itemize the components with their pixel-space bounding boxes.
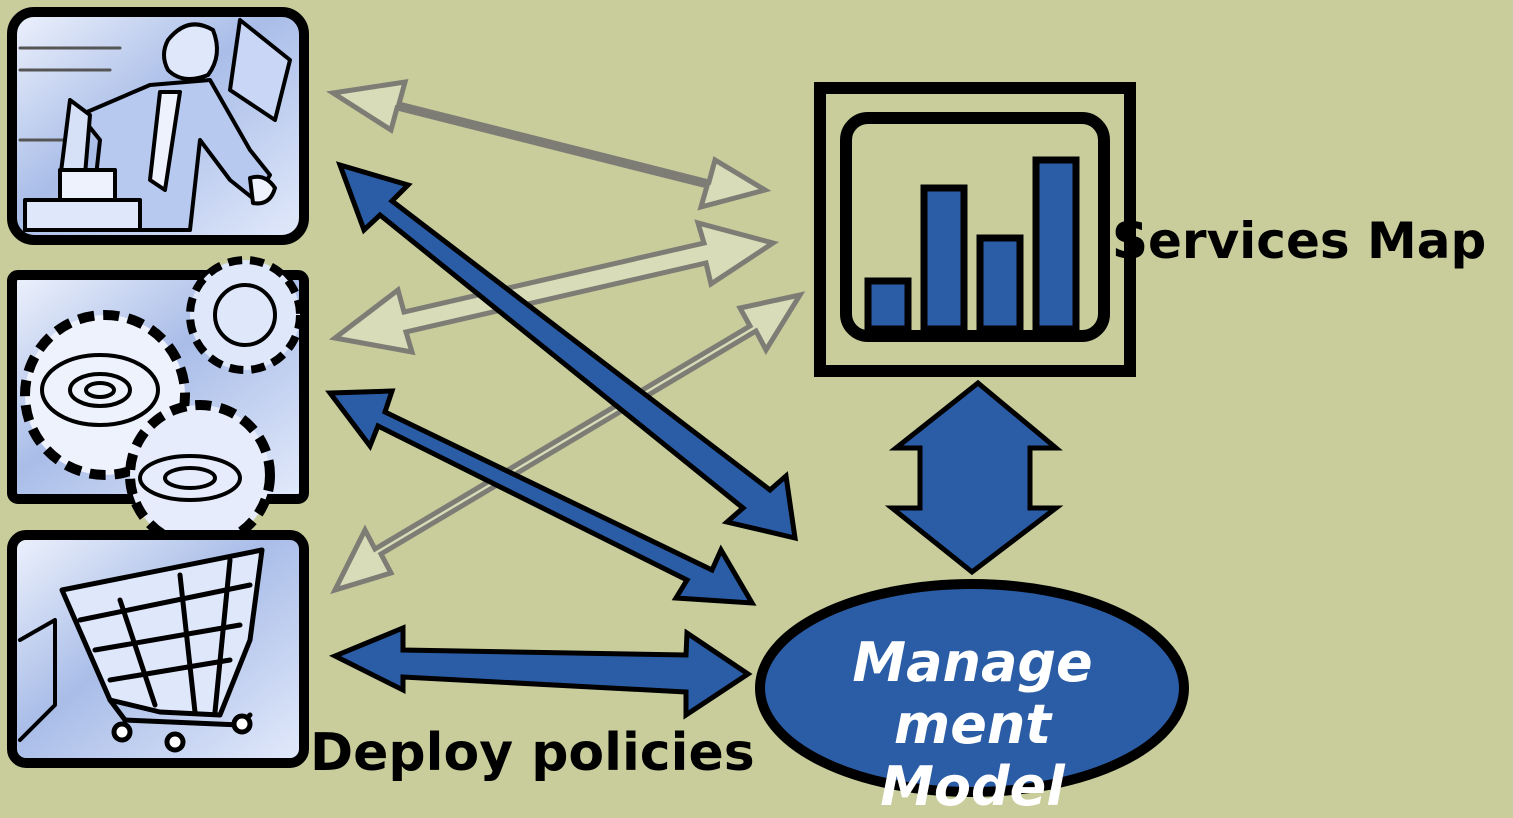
gray-double-arrow-2 [328, 219, 780, 356]
chart-bar [920, 184, 968, 333]
vertical-double-arrow [884, 379, 1064, 576]
management-model-node [755, 579, 1189, 797]
services-map-node [814, 82, 1136, 377]
chart-bar [976, 234, 1024, 333]
bar-chart-icon [864, 156, 1080, 333]
management-model-label-line: Model [880, 755, 1065, 818]
businessman-tile [7, 7, 309, 245]
blue-arrows [325, 161, 799, 720]
blue-double-arrow-1 [335, 161, 799, 542]
gray-double-arrow-1 [326, 78, 772, 211]
deploy-policies-label: Deploy policies [310, 723, 755, 783]
shopping-cart-icon [18, 547, 265, 753]
shopping-cart-tile [7, 530, 309, 768]
blue-double-arrow-3 [328, 624, 753, 720]
businessman-icon [18, 18, 292, 232]
gray-arrows [326, 78, 806, 595]
blue-double-arrow-2 [325, 388, 757, 606]
gray-double-arrow-3 [330, 291, 806, 595]
management-model-label-line: ment [893, 693, 1052, 756]
services-map-label: Services Map [1112, 212, 1487, 270]
management-model-label-line: Manage [852, 631, 1093, 694]
chart-bar [1032, 156, 1080, 333]
management-model-label: Manage ment Model [830, 632, 1115, 818]
chart-bar [864, 277, 912, 333]
gears-tile [7, 256, 309, 550]
gears-icon [20, 256, 304, 550]
